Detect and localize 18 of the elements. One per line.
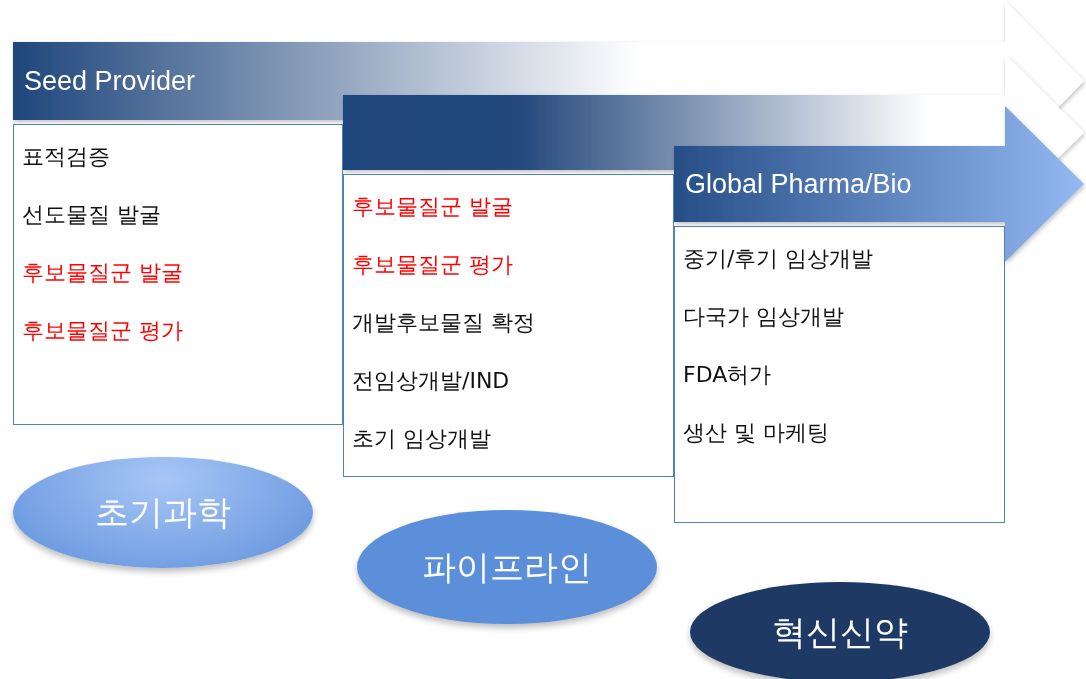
stage-heading: Global Pharma/Bio xyxy=(685,168,912,200)
task-item: 표적검증 xyxy=(22,143,111,171)
task-item: 후보물질군 평가 xyxy=(22,317,184,345)
task-item: 개발후보물질 확정 xyxy=(352,309,536,337)
task-item: 후보물질군 평가 xyxy=(352,251,514,279)
task-item: 중기/후기 임상개발 xyxy=(683,245,875,273)
ellipse-label: 초기과학 xyxy=(94,492,232,533)
ellipse-label: 파이프라인 xyxy=(422,546,592,588)
task-item: 후보물질군 발굴 xyxy=(352,193,514,221)
task-item: 생산 및 마케팅 xyxy=(683,419,830,447)
ellipse-label: 혁신신약 xyxy=(771,611,909,653)
stage-heading: Seed Provider xyxy=(24,65,196,97)
task-item: 다국가 임상개발 xyxy=(683,303,845,331)
task-item: 전임상개발/IND xyxy=(352,367,511,395)
task-item: 선도물질 발굴 xyxy=(22,201,162,229)
task-item: 후보물질군 발굴 xyxy=(22,259,184,287)
task-item: FDA허가 xyxy=(683,361,773,389)
task-item: 초기 임상개발 xyxy=(352,425,492,453)
